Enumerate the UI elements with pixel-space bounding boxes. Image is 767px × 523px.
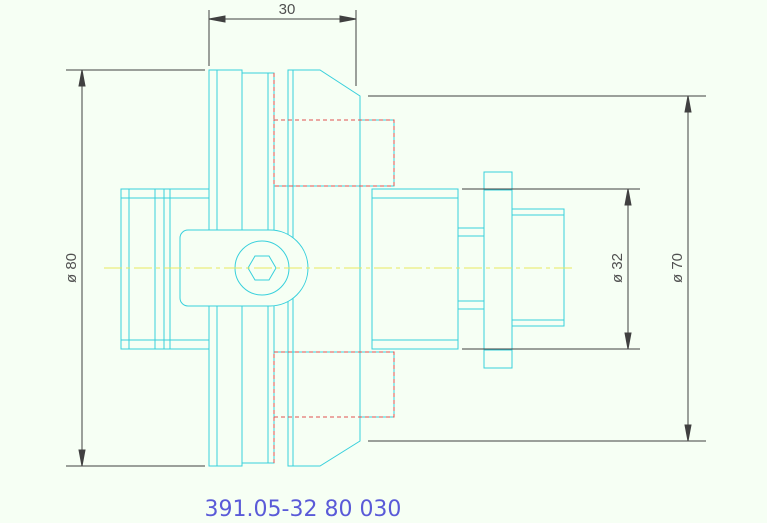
dimension-length-top: 30 [279, 1, 296, 18]
end-piece [483, 171, 565, 369]
dimension-lines [66, 10, 706, 467]
dimension-diameter-80: ø 80 [63, 253, 80, 283]
right-spigot [371, 188, 485, 350]
hidden-lines [273, 73, 395, 463]
dimension-diameter-32: ø 32 [609, 253, 626, 283]
part-number: 391.05-32 80 030 [205, 497, 402, 522]
dimension-diameter-70: ø 70 [669, 253, 686, 283]
drive-key-top [359, 119, 395, 187]
drive-key-bottom [359, 351, 395, 418]
left-shank [120, 188, 210, 350]
